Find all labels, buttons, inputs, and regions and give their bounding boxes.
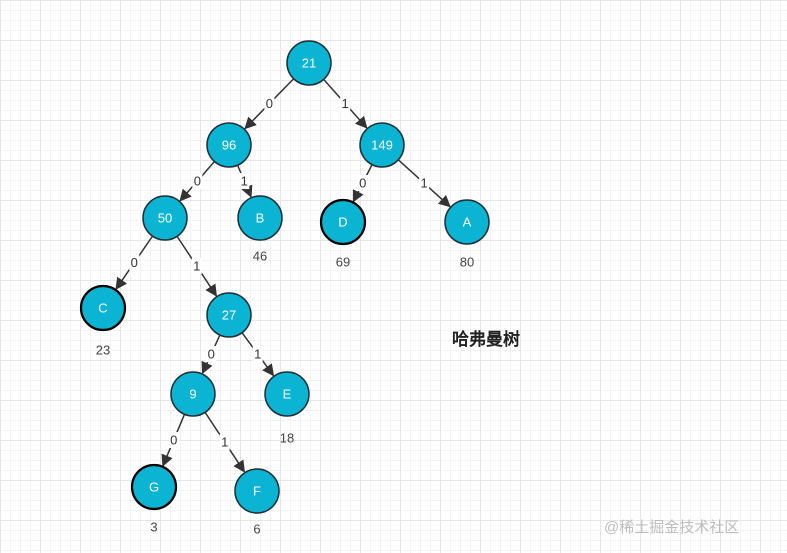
node-circle [286,40,332,86]
node-label: F [253,484,261,499]
edge-label: 0 [266,96,273,111]
edge-label: 1 [421,176,428,191]
node-circle [444,199,490,245]
tree-node-96: 96 [206,122,252,168]
node-label: D [338,215,347,230]
node-label: A [463,215,472,230]
tree-node-B: B 46 [237,195,283,264]
edge-label-bg [206,346,217,363]
node-label: 9 [189,387,196,402]
edge-label-bg [168,432,179,449]
edge-label-bg [129,254,140,271]
node-label: 96 [222,138,236,153]
tree-node-9: 9 [170,371,216,417]
tree-node-F: F6 [234,468,280,537]
node-label: G [149,480,159,495]
edge-label: 0 [170,433,177,448]
tree-node-149: 149 [359,122,405,168]
edge-label: 0 [131,255,138,270]
node-circle [234,468,280,514]
edge-label: 1 [241,174,248,189]
edge-label-bg [357,175,368,192]
edge-label: 1 [342,96,349,111]
node-circle [130,463,178,511]
node-label: 21 [302,56,316,71]
edge-label: 1 [221,435,228,450]
edge-label: 1 [193,259,200,274]
tree-node-A: A 80 [444,199,490,270]
edge-label-bg [239,173,250,190]
edge-label-bg [419,175,430,192]
node-label: 27 [222,308,236,323]
edge-label-bg [252,346,263,363]
node-weight: 69 [336,255,350,270]
edge-label: 0 [208,347,215,362]
node-weight: 46 [253,249,267,264]
node-circle [264,371,310,417]
tree-node-C: C 23 [79,284,127,358]
node-circle [142,195,188,241]
node-weight: 3 [150,520,157,535]
node-circle [206,122,252,168]
node-weight: 23 [96,343,110,358]
node-label: 50 [158,211,172,226]
edge-label-bg [264,95,275,112]
edge-label-bg [191,258,202,275]
tree-node-E: E 18 [264,371,310,446]
tree-node-D: D 69 [319,198,367,270]
node-weight: 18 [280,431,294,446]
node-circle [206,292,252,338]
node-label: B [256,211,265,226]
watermark-text: @稀土掘金技术社区 [604,519,740,536]
edge-label: 0 [359,176,366,191]
node-circle [359,122,405,168]
tree-node-27: 27 [206,292,252,338]
edge-label: 1 [254,347,261,362]
node-label: C [98,301,107,316]
node-circle [79,284,127,332]
node-label: E [283,387,292,402]
node-circle [319,198,367,246]
tree-node-50: 50 [142,195,188,241]
edge-label-bg [219,434,230,451]
node-circle [237,195,283,241]
node-weight: 80 [460,255,474,270]
edge-label: 0 [194,174,201,189]
tree-node-21: 21 [286,40,332,86]
diagram-title: 哈弗曼树 [452,330,520,349]
node-label: 149 [371,138,393,153]
edge-label-bg [192,173,203,190]
edge-label-bg [340,95,351,112]
tree-node-G: G3 [130,463,178,535]
node-weight: 6 [253,522,260,537]
node-circle [170,371,216,417]
